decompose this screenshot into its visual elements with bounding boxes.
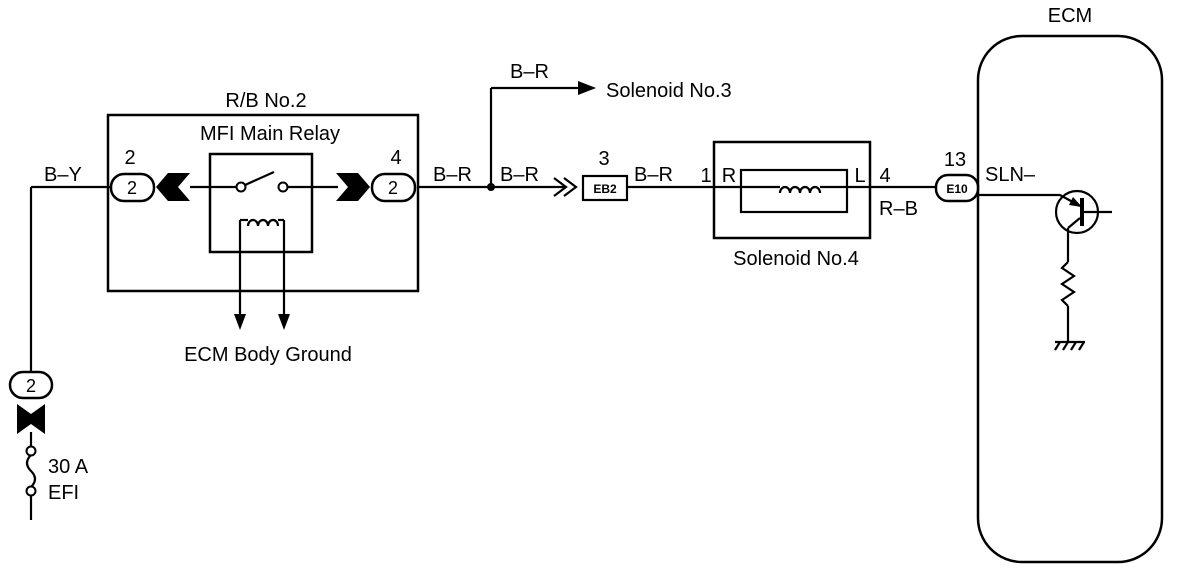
ground-label: ECM Body Ground xyxy=(184,344,352,366)
power-terminal-arrow xyxy=(17,404,45,434)
splice-pin: 3 xyxy=(598,148,609,170)
ecm-pin: 13 xyxy=(944,149,966,171)
solenoid3-label: Solenoid No.3 xyxy=(606,80,732,102)
solenoid4-label: Solenoid No.4 xyxy=(733,248,859,270)
transistor-icon xyxy=(1054,189,1112,235)
power-feed: 2 30 A EFI B–Y xyxy=(8,164,110,520)
relay-coil-icon xyxy=(238,218,286,240)
relay-connector-right xyxy=(370,172,417,203)
solenoid4: 1 R L 4 Solenoid No.4 R–B xyxy=(700,140,938,270)
fuse-rating: 30 A xyxy=(48,456,89,478)
chassis-ground-icon xyxy=(1054,340,1085,351)
relay-connector-left-label: 2 xyxy=(127,178,137,198)
solenoid4-term-out: L xyxy=(854,165,865,187)
wire-color-b-y: B–Y xyxy=(44,164,82,186)
power-connector-pin: 2 xyxy=(26,376,36,396)
solenoid4-pin-out: 4 xyxy=(879,165,890,187)
solenoid-coil-icon xyxy=(778,185,822,194)
ecm: ECM 13 E10 SLN– xyxy=(934,5,1164,564)
resistor-icon xyxy=(1060,261,1076,307)
wire-color-r-b: R–B xyxy=(879,198,918,220)
ground-arrow-icon xyxy=(234,314,246,330)
ecm-connector-label: E10 xyxy=(946,182,968,196)
relay-connector-left xyxy=(109,172,156,203)
relay-name: MFI Main Relay xyxy=(200,123,340,145)
relay-connector-right-label: 2 xyxy=(388,178,398,198)
power-connector xyxy=(8,370,54,400)
ecm-signal: SLN– xyxy=(985,164,1036,186)
wire-color-b-r-top: B–R xyxy=(510,61,549,83)
splice-double-chevron-icon xyxy=(553,177,578,197)
solenoid3-arrow-icon xyxy=(578,81,596,95)
splice-connector-label: EB2 xyxy=(593,182,617,196)
wire-color-b-r-3: B–R xyxy=(634,164,673,186)
wire-color-b-r-1: B–R xyxy=(433,164,472,186)
relay-left-terminal-arrow xyxy=(156,173,190,201)
fuse-name: EFI xyxy=(48,482,79,504)
wire-color-b-r-2: B–R xyxy=(500,164,539,186)
relay-right-terminal-arrow xyxy=(336,173,370,201)
relay-block: R/B No.2 MFI Main Relay 2 2 4 2 ECM Bo xyxy=(106,90,420,366)
ecm-housing xyxy=(976,34,1164,564)
solenoid4-term-in: R xyxy=(722,165,736,187)
solenoid4-pin-in: 1 xyxy=(700,165,711,187)
relay-block-title: R/B No.2 xyxy=(225,90,306,112)
b-r-circuit: B–R Solenoid No.3 B–R B–R 3 EB2 B–R xyxy=(418,61,732,202)
relay-pin-right: 4 xyxy=(390,147,401,169)
fuse-icon xyxy=(25,445,37,497)
ecm-connector xyxy=(934,173,980,203)
relay-pin-left: 2 xyxy=(124,147,135,169)
ecm-title: ECM xyxy=(1048,5,1092,27)
ground-arrow-icon xyxy=(278,314,290,330)
